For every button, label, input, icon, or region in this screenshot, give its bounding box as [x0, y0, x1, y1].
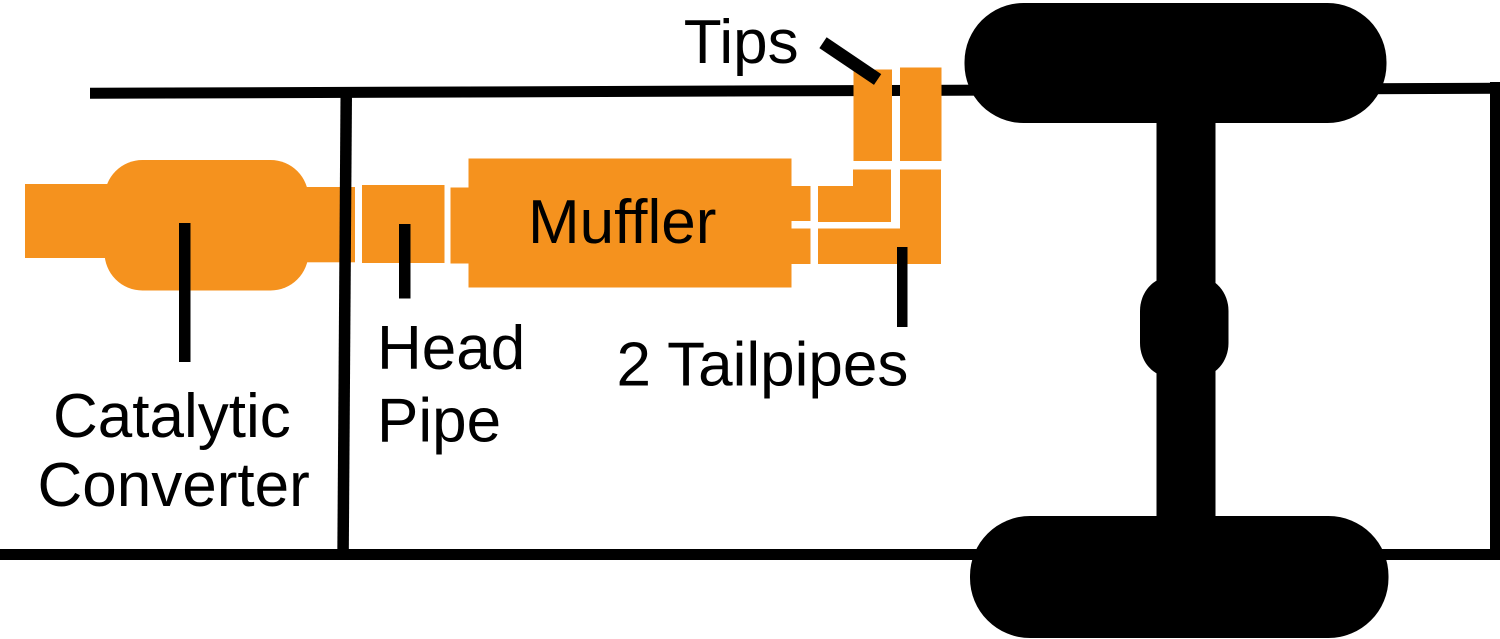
svg-text:Converter: Converter — [38, 451, 310, 520]
svg-text:Pipe: Pipe — [377, 387, 501, 456]
svg-text:Head: Head — [377, 314, 525, 383]
svg-text:Muffler: Muffler — [528, 188, 716, 257]
svg-text:Tips: Tips — [684, 8, 799, 77]
svg-text:2 Tailpipes: 2 Tailpipes — [617, 331, 909, 400]
svg-text:Catalytic: Catalytic — [53, 382, 291, 451]
